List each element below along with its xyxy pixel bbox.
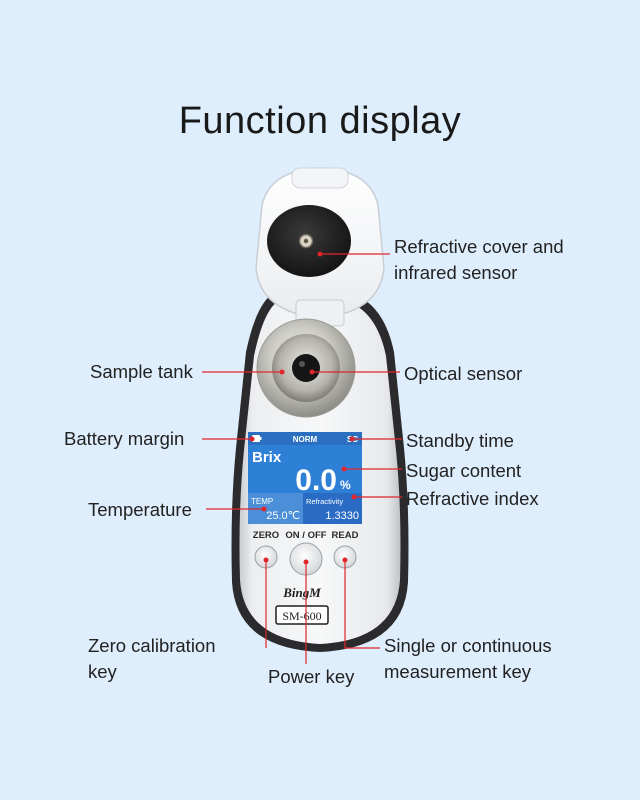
screen-refr-value: 1.3330 bbox=[325, 510, 359, 522]
brand-logo: BingM bbox=[282, 585, 321, 600]
screen-status-bar bbox=[248, 432, 362, 445]
screen-unit: % bbox=[340, 478, 351, 492]
zero-key-label: ZERO bbox=[253, 530, 279, 541]
label-power: Power key bbox=[268, 666, 355, 687]
label-cover: Refractive cover and infrared sensor bbox=[394, 234, 564, 286]
leader-lines bbox=[202, 253, 402, 664]
model-badge bbox=[275, 605, 329, 625]
read-key-label: READ bbox=[332, 530, 359, 541]
label-zero: Zero calibration key bbox=[88, 633, 216, 685]
label-read: Single or continuous measurement key bbox=[384, 633, 552, 685]
label-optical-sensor: Optical sensor bbox=[404, 363, 523, 384]
label-temperature: Temperature bbox=[88, 499, 192, 520]
screen-temp-value: 25.0℃ bbox=[266, 510, 300, 522]
label-cover-line2: infrared sensor bbox=[394, 262, 518, 283]
label-cover-line1: Refractive cover and bbox=[394, 236, 564, 257]
model-text: SM-600 bbox=[282, 609, 321, 623]
page-title: Function display bbox=[178, 100, 462, 142]
screen-measure-label: Brix bbox=[252, 449, 282, 466]
screen-mode: NORM bbox=[293, 435, 318, 444]
label-read-line1: Single or continuous bbox=[384, 635, 552, 656]
label-battery: Battery margin bbox=[64, 428, 185, 449]
label-sample-tank: Sample tank bbox=[90, 361, 193, 382]
power-key-label: ON / OFF bbox=[285, 530, 326, 541]
label-standby: Standby time bbox=[406, 430, 514, 451]
lcd-screen: NORM SC Brix 0.0 % TEMP 25.0℃ Refractivi… bbox=[248, 432, 362, 524]
leader-dots bbox=[249, 251, 357, 565]
sample-tank bbox=[256, 318, 356, 418]
leader-read bbox=[344, 560, 380, 649]
label-read-line2: measurement key bbox=[384, 661, 532, 682]
optical-sensor-icon bbox=[292, 354, 320, 382]
label-sugar: Sugar content bbox=[406, 460, 522, 481]
label-zero-line2: key bbox=[88, 661, 117, 682]
label-zero-line1: Zero calibration bbox=[88, 635, 216, 656]
label-refractive: Refractive index bbox=[406, 488, 539, 509]
screen-temp-label: TEMP bbox=[251, 497, 273, 506]
refractive-cover[interactable] bbox=[255, 167, 385, 327]
screen-value: 0.0 bbox=[295, 464, 337, 497]
screen-refr-label: Refractivity bbox=[306, 497, 343, 506]
